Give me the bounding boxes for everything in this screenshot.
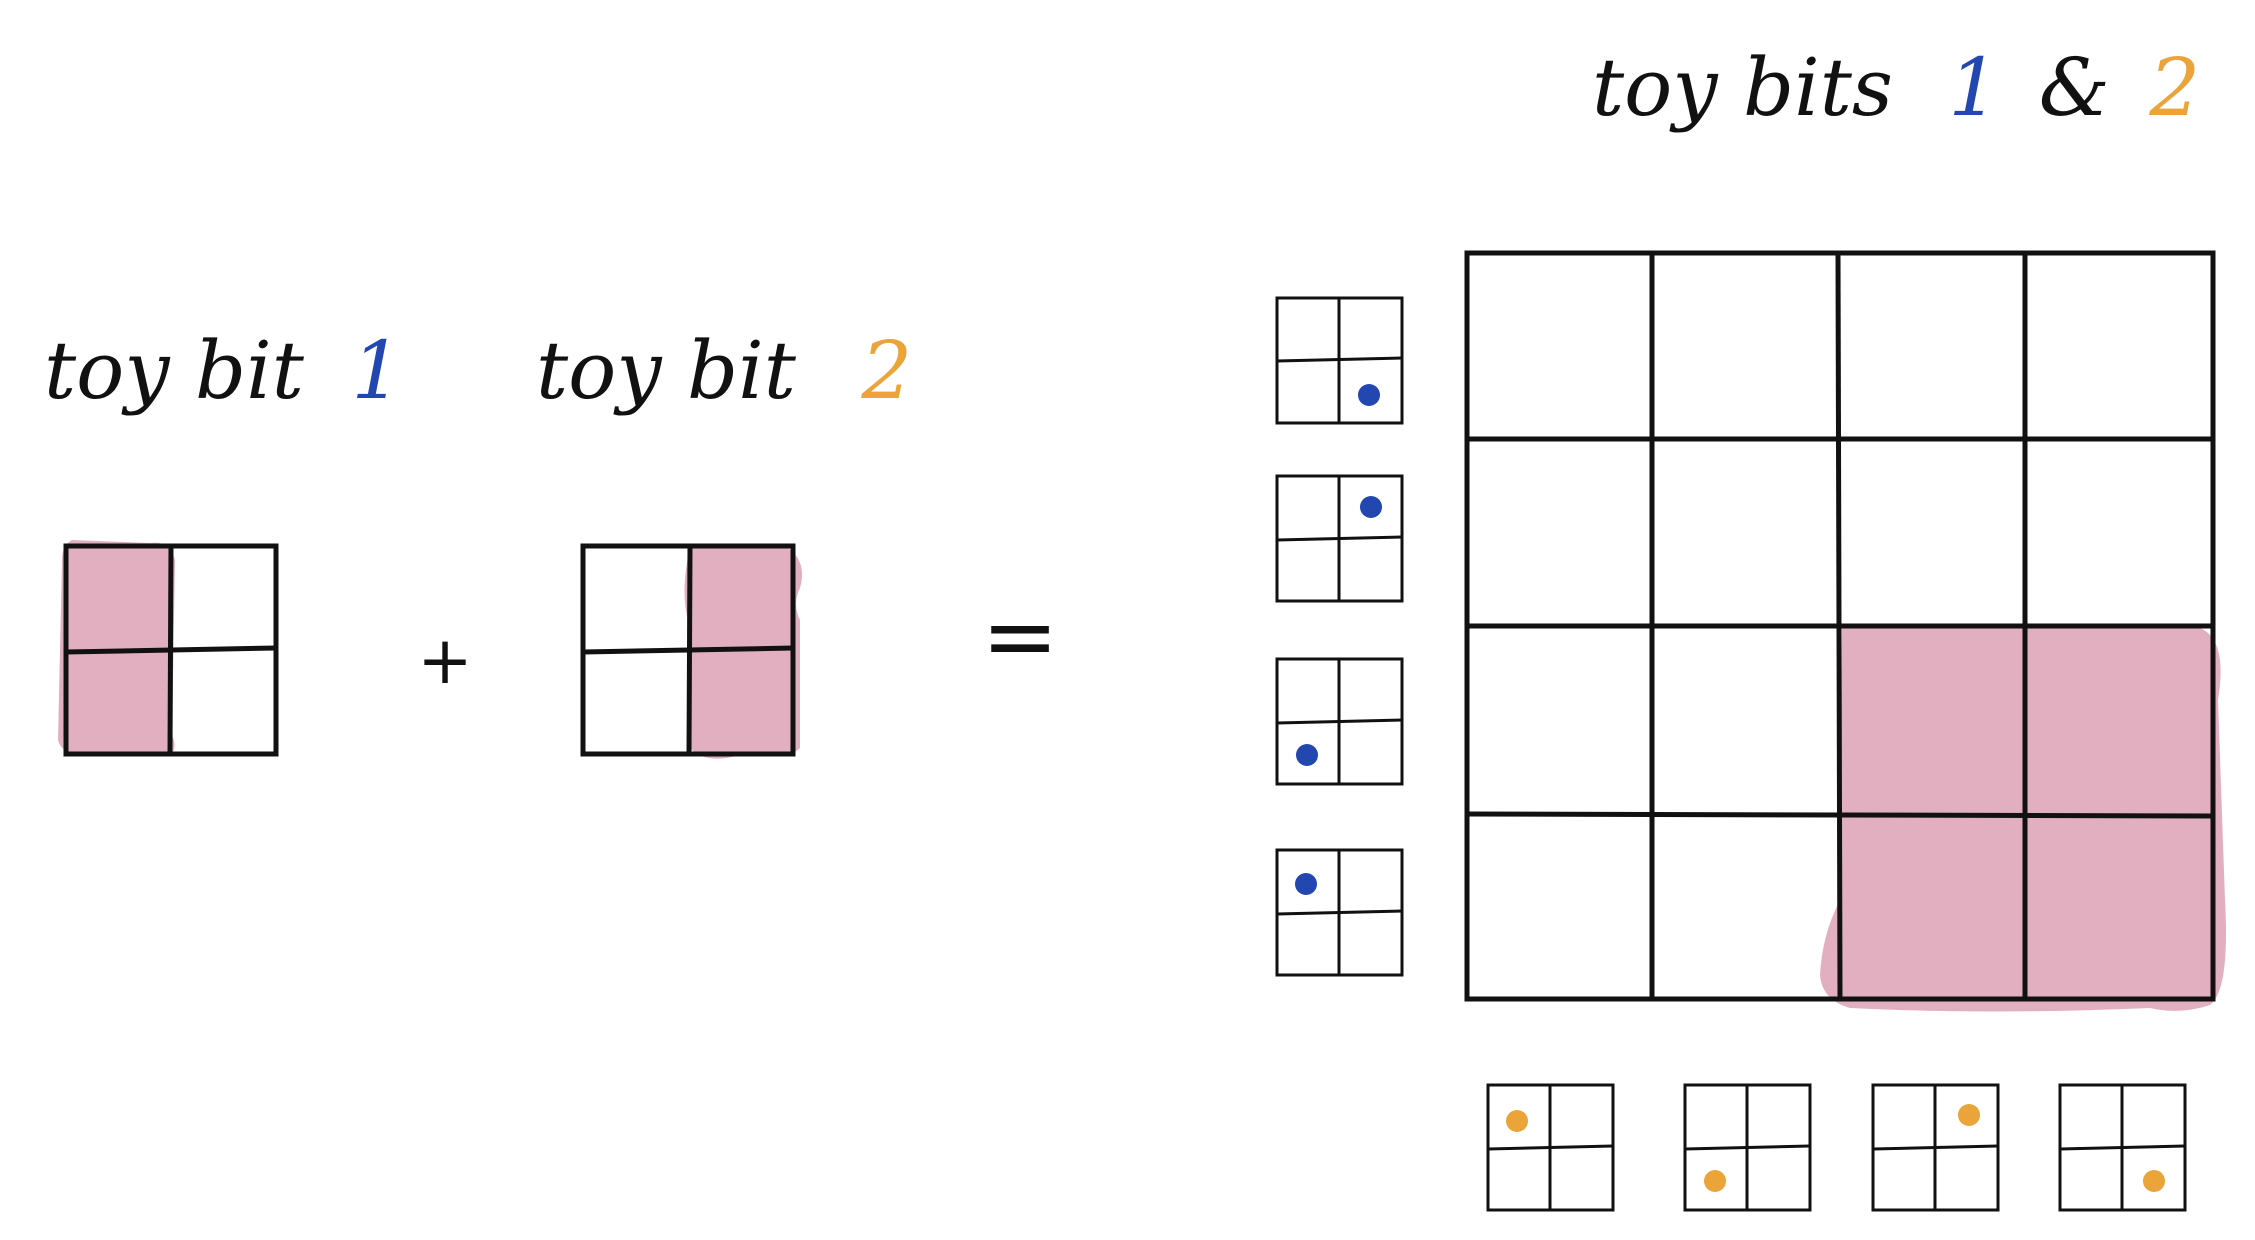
row-state-4-hline — [1276, 909, 1403, 916]
row-state-4 — [1275, 848, 1404, 977]
column-state-4-hline — [2059, 1144, 2186, 1151]
title-toy-bit-1-number: 1 — [351, 324, 402, 417]
column-state-2 — [1683, 1083, 1812, 1212]
row-state-3 — [1275, 657, 1404, 786]
row-state-2-blue-dot — [1360, 496, 1382, 518]
plus-operator: + — [417, 622, 472, 699]
row-state-1-blue-dot — [1358, 384, 1380, 406]
title-combined-first: 1 — [1948, 41, 1999, 134]
toy-bit-2-highlight — [684, 546, 803, 759]
equals-operator: = — [981, 583, 1058, 690]
title-combined-word: toy bits — [1592, 41, 1893, 134]
row-state-2-hline — [1276, 535, 1403, 542]
toy-bit-1-grid — [58, 540, 279, 757]
toy-bit-2-hline — [582, 645, 794, 655]
title-toy-bit-1-word: toy bit — [44, 324, 305, 417]
column-state-3 — [1871, 1083, 2000, 1212]
column-state-4 — [2058, 1083, 2187, 1212]
combined-hline-3 — [1466, 811, 2214, 819]
toy-bit-2-grid — [580, 543, 803, 759]
row-state-2 — [1275, 474, 1404, 603]
toy-bit-1-highlight — [58, 540, 175, 756]
title-combined-second: 2 — [2148, 41, 2200, 134]
row-state-1-hline — [1276, 356, 1403, 363]
column-state-1-hline — [1487, 1144, 1614, 1151]
column-state-1-orange-dot — [1506, 1110, 1528, 1132]
column-state-4-orange-dot — [2143, 1170, 2165, 1192]
title-toy-bit-2-word: toy bit — [536, 324, 797, 417]
column-state-3-orange-dot — [1958, 1104, 1980, 1126]
column-state-1 — [1486, 1083, 1615, 1212]
title-toy-bit-2-number: 2 — [860, 324, 912, 417]
column-state-3-hline — [1872, 1144, 1999, 1151]
title-combined-amp: & — [2039, 41, 2110, 134]
title-toy-bits-combined: toy bits 1 & 2 — [1592, 41, 2200, 134]
row-state-1 — [1275, 296, 1404, 425]
title-toy-bit-1: toy bit 1 — [44, 324, 402, 417]
combined-grid — [1464, 250, 2226, 1012]
row-state-4-blue-dot — [1295, 873, 1317, 895]
row-state-3-blue-dot — [1296, 744, 1318, 766]
toy-bit-1-hline — [65, 645, 277, 655]
row-state-3-hline — [1276, 718, 1403, 725]
column-state-2-hline — [1684, 1144, 1811, 1151]
column-state-2-orange-dot — [1704, 1170, 1726, 1192]
title-toy-bit-2: toy bit 2 — [536, 324, 912, 417]
